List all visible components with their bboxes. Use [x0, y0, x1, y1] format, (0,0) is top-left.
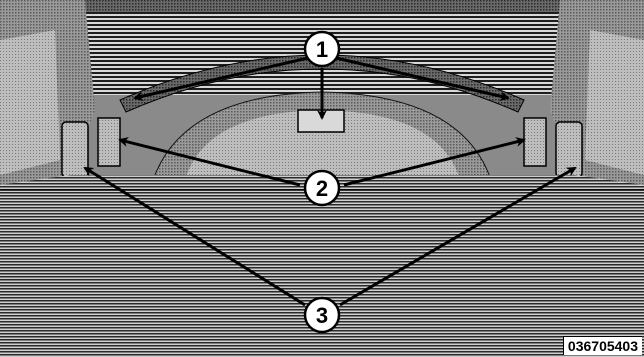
left-bracket: [98, 118, 120, 166]
callout-3-label: 3: [316, 303, 328, 328]
callout-1-label: 1: [316, 37, 328, 62]
callout-2: 2: [305, 171, 339, 205]
callout-2-label: 2: [316, 176, 328, 201]
callout-1: 1: [305, 32, 339, 66]
callout-3: 3: [305, 298, 339, 332]
right-bracket: [524, 118, 546, 166]
left-tiedown: [62, 122, 88, 177]
right-tiedown: [556, 122, 582, 177]
figure-id-label: 036705403: [563, 336, 642, 355]
